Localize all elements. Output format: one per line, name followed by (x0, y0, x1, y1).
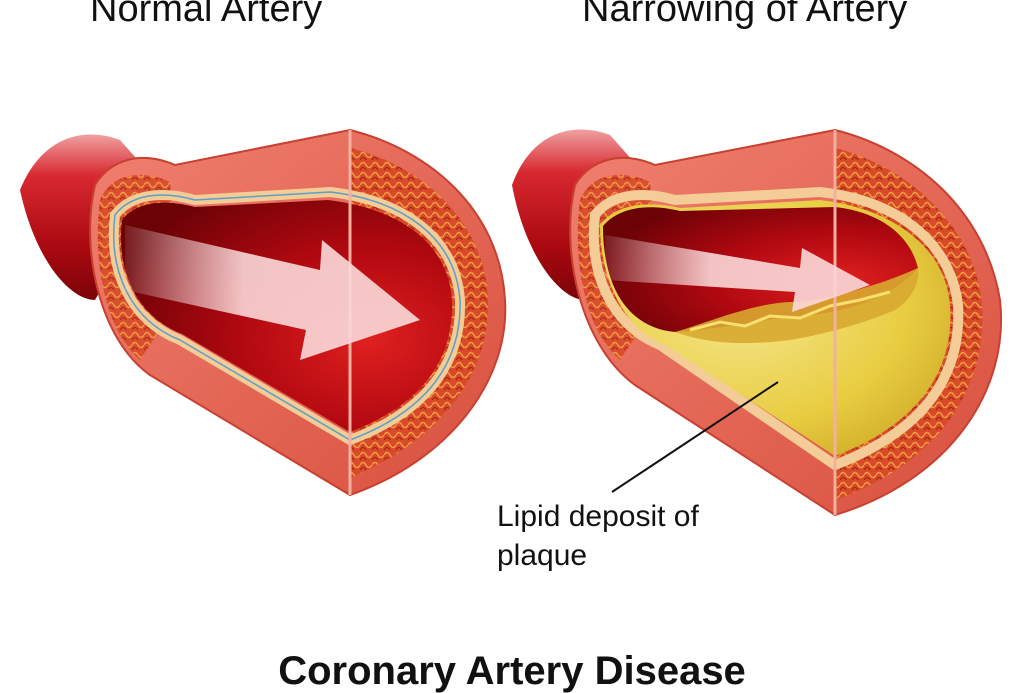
narrowed-artery-label: Narrowing of Artery (582, 0, 908, 30)
intima-layer (588, 186, 964, 471)
normal-artery (20, 128, 507, 497)
narrowed-artery (512, 128, 1003, 517)
normal-artery-label: Normal Artery (90, 0, 323, 30)
blood-flow-arrow (125, 225, 420, 360)
plaque-edge (689, 290, 891, 332)
plaque-annotation-line-1: Lipid deposit of (497, 500, 699, 533)
artery-illustration (20, 128, 1003, 517)
blood-flow-arrow (605, 235, 870, 312)
plaque-annotation-line-2: plaque (497, 539, 588, 572)
plaque-annotation: Lipid deposit of plaque (497, 497, 699, 575)
annotation-leader-line (611, 381, 779, 493)
figure-title: Coronary Artery Disease (278, 649, 746, 693)
elastic-membrane (113, 191, 461, 441)
